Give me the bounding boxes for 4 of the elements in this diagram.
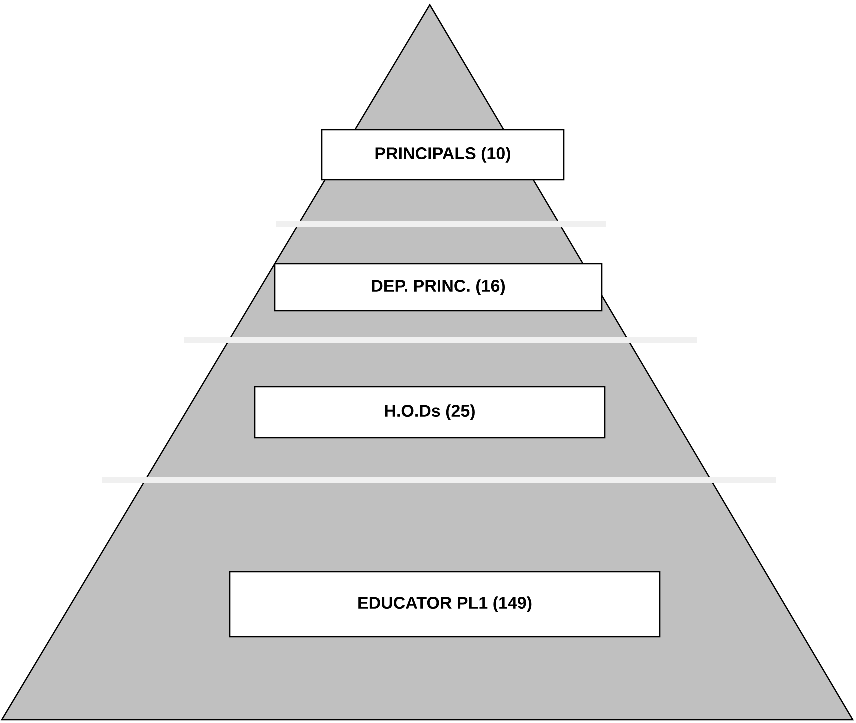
level-box: DEP. PRINC. (16) <box>274 263 603 312</box>
level-box: H.O.Ds (25) <box>254 386 606 439</box>
level-box: EDUCATOR PL1 (149) <box>229 571 661 638</box>
level-box: PRINCIPALS (10) <box>321 129 565 181</box>
